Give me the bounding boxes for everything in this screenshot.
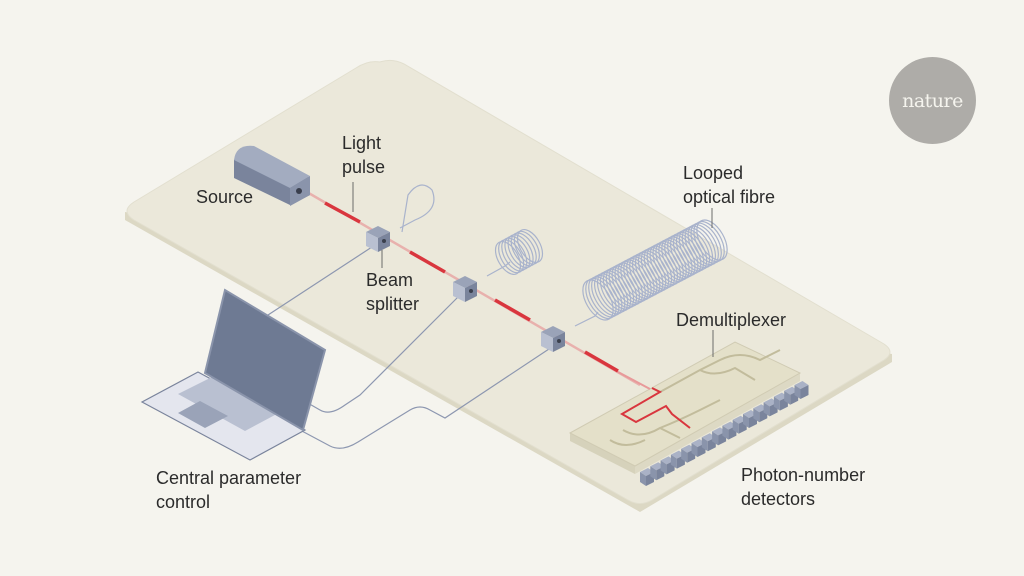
beam-splitter-3 [541,326,565,352]
fibre-coil-turn [513,230,540,265]
fibre-coil-turn [494,241,522,275]
source-aperture [296,188,302,194]
light-pulse-4 [584,350,619,373]
fibre-loops [399,184,728,327]
label-looped-fibre-line1: Looped [683,163,744,183]
label-demultiplexer: Demultiplexer [676,310,787,330]
fibre-coil-turn [498,239,525,274]
light-source [234,145,310,206]
trackpad [178,401,228,428]
detector [670,450,685,469]
fibre-coil-turn [696,219,728,261]
beam-splitter-1 [366,226,390,252]
label-beam-splitter-line1: Beam [366,270,414,290]
leader-lines [352,182,714,357]
beam-splitters [366,226,565,352]
beam-splitter-2 [453,276,477,302]
label-source: Source [196,187,254,207]
label-central-control: Central parameter control [156,466,301,514]
waveguide-tree [609,349,781,446]
fibre-coil-medium [494,229,544,275]
label-detectors-line1: Photon-number [741,465,866,485]
keyboard [178,372,288,431]
label-detectors: Photon-number detectors [741,463,865,511]
label-control-line1: Central parameter [156,468,302,488]
laptop-screen [203,288,327,432]
detector [691,439,706,457]
light-pulse-2 [409,250,446,274]
label-looped-fibre: Looped optical fibre [683,161,775,209]
light-pulse-3 [494,298,531,322]
fibre-coil-turn [510,232,537,267]
active-waveguide [619,387,691,429]
label-beam-splitter-line2: splitter [366,294,420,314]
label-beam-splitter: Beam splitter [366,268,419,316]
label-light-pulse-line1: Light [342,133,382,153]
label-light-pulse: Light pulse [342,131,385,179]
control-cables [267,244,556,449]
detector [712,427,727,446]
label-looped-fibre-line2: optical fibre [683,187,776,207]
fibre-loop-small [399,184,435,233]
nature-logo-text: nature [902,89,963,112]
fibre-coil-turn [501,237,528,272]
fibre-coil-turn [507,234,534,269]
label-detectors-line2: detectors [741,489,816,509]
fibre-coil-large [582,219,728,321]
label-control-line2: control [156,492,211,512]
demultiplexer [568,341,802,474]
fibre-coil-turn [504,235,531,270]
light-pulse-1 [324,201,361,224]
laptop [140,288,327,461]
photon-number-detectors [640,381,809,486]
nature-logo: nature [889,57,976,144]
fibre-coil-turn [516,229,544,263]
label-light-pulse-line2: pulse [342,157,386,177]
detector [794,381,809,399]
